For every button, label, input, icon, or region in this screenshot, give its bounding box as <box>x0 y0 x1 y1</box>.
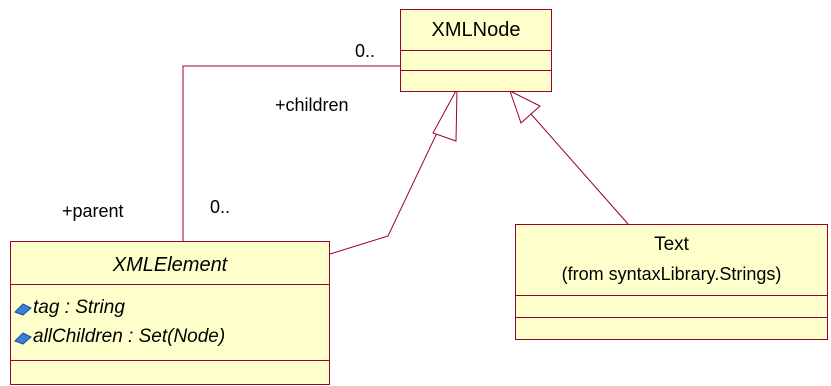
association-line[interactable] <box>182 65 400 241</box>
text-class-name: Text <box>654 234 689 255</box>
generalization-line-xmlelement[interactable] <box>329 115 446 255</box>
xmlelement-class-name: XMLElement <box>112 254 228 276</box>
xmlelement-attributes-compartment: tag : String allChildren : Set(Node) <box>11 284 329 360</box>
attribute-text: allChildren : Set(Node) <box>33 326 226 347</box>
text-operations-compartment <box>516 317 827 339</box>
children-multiplicity: 0.. <box>355 41 376 61</box>
generalization-arrowhead-text <box>509 90 541 124</box>
parent-multiplicity: 0.. <box>210 197 231 217</box>
attribute-row[interactable]: allChildren : Set(Node) <box>11 322 329 351</box>
xmlnode-class[interactable]: XMLNode <box>400 9 552 92</box>
attribute-icon <box>14 332 32 345</box>
generalization-line-text[interactable] <box>530 113 629 225</box>
xmlnode-class-name: XMLNode <box>431 19 521 41</box>
attribute-icon <box>14 303 32 316</box>
xmlnode-operations-compartment <box>401 70 551 91</box>
xmlnode-attributes-compartment <box>401 50 551 70</box>
text-class-package: (from syntaxLibrary.Strings) <box>561 264 782 284</box>
attribute-text: tag : String <box>33 297 125 318</box>
generalization-arrowhead-xmlelement <box>432 88 458 142</box>
xmlelement-operations-compartment <box>11 360 329 386</box>
children-role: +children <box>275 95 349 115</box>
parent-role: +parent <box>62 201 124 221</box>
text-class[interactable]: Text (from syntaxLibrary.Strings) <box>515 224 828 340</box>
text-attributes-compartment <box>516 295 827 317</box>
xmlelement-class[interactable]: XMLElement tag : String allChildren : Se… <box>10 241 330 385</box>
attribute-row[interactable]: tag : String <box>11 293 329 322</box>
